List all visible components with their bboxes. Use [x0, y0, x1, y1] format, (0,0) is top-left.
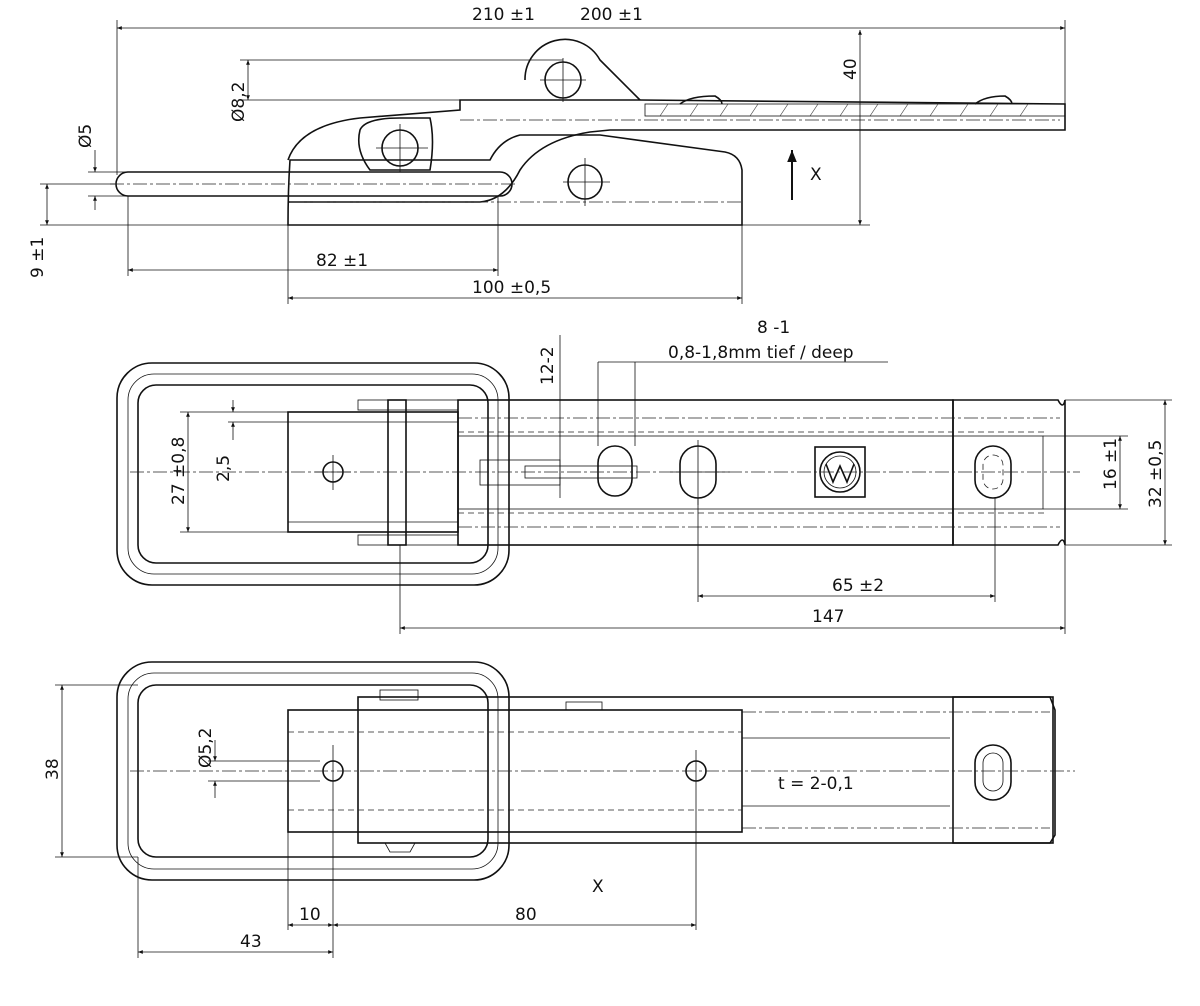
dim-base-length: 100 ±0,5 — [472, 278, 551, 298]
dim-outer-width: 32 ±0,5 — [1146, 440, 1166, 508]
dim-edge-offset: 10 — [299, 905, 321, 925]
direction-label-x: X — [592, 877, 604, 897]
dim-hole-spacing: 65 ±2 — [832, 576, 884, 596]
dim-slot-spacing: 16 ±1 — [1101, 438, 1121, 490]
dim-plate-length: 147 — [812, 607, 844, 627]
dim-overall-b: 200 ±1 — [580, 5, 643, 25]
direction-label-x: X — [810, 165, 822, 185]
dim-pivot-diameter: Ø8,2 — [229, 82, 249, 122]
dim-bottom-hole-spacing: 80 — [515, 905, 537, 925]
dim-loop-offset: 43 — [240, 932, 262, 952]
side-view: 210 ±1 200 ±1 40 Ø8,2 Ø5 9 ±1 82 ±1 100 … — [28, 5, 1066, 304]
dim-inner-width: 27 ±0,8 — [169, 437, 189, 505]
underside-view: 38 Ø5,2 t = 2-0,1 X 10 80 43 — [43, 661, 1075, 958]
dim-thickness: 2,5 — [214, 455, 234, 482]
material-thickness: t = 2-0,1 — [778, 774, 854, 794]
dim-slot-length: 12-2 — [538, 346, 558, 385]
dim-hole-diameter: Ø5,2 — [196, 728, 216, 768]
dim-loop-length: 82 ±1 — [316, 251, 368, 271]
plan-view: 8 -1 0,8-1,8mm tief / deep 12-2 27 ±0,8 … — [116, 318, 1172, 634]
slot-depth-note: 0,8-1,8mm tief / deep — [668, 343, 854, 363]
dim-slot-width: 8 -1 — [757, 318, 790, 338]
dim-overall-a: 210 ±1 — [472, 5, 535, 25]
dim-height: 40 — [841, 58, 861, 80]
dim-base-offset: 9 ±1 — [28, 237, 48, 278]
dim-loop-diameter: Ø5 — [76, 124, 96, 148]
dim-loop-width: 38 — [43, 758, 63, 780]
